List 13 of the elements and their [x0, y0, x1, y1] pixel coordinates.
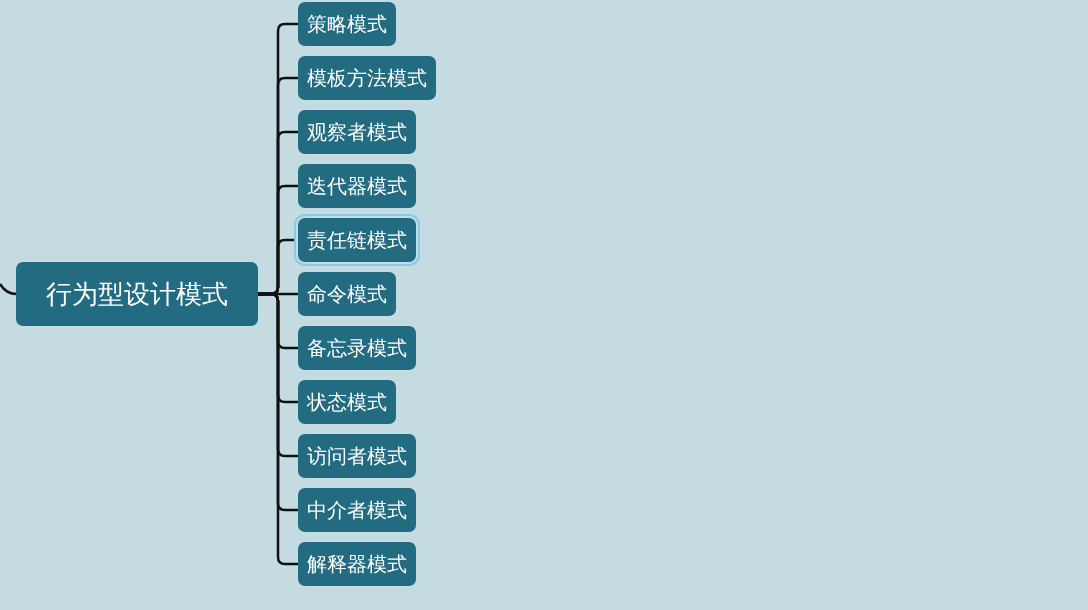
- central-topic-box: 行为型设计模式: [16, 262, 258, 326]
- topic-box: 状态模式: [298, 380, 396, 424]
- branch-line: [0, 283, 17, 296]
- topic-box: 迭代器模式: [298, 164, 416, 208]
- topic-box: 中介者模式: [298, 488, 416, 532]
- topic-box: 解释器模式: [298, 542, 416, 586]
- topic-box: 备忘录模式: [298, 326, 416, 370]
- topic-box: 观察者模式: [298, 110, 416, 154]
- topic-box: 命令模式: [298, 272, 396, 316]
- topic-box: 访问者模式: [298, 434, 416, 478]
- topic-box: 模板方法模式: [298, 56, 436, 100]
- branch-line: [258, 292, 298, 566]
- topic-box: 策略模式: [298, 2, 396, 46]
